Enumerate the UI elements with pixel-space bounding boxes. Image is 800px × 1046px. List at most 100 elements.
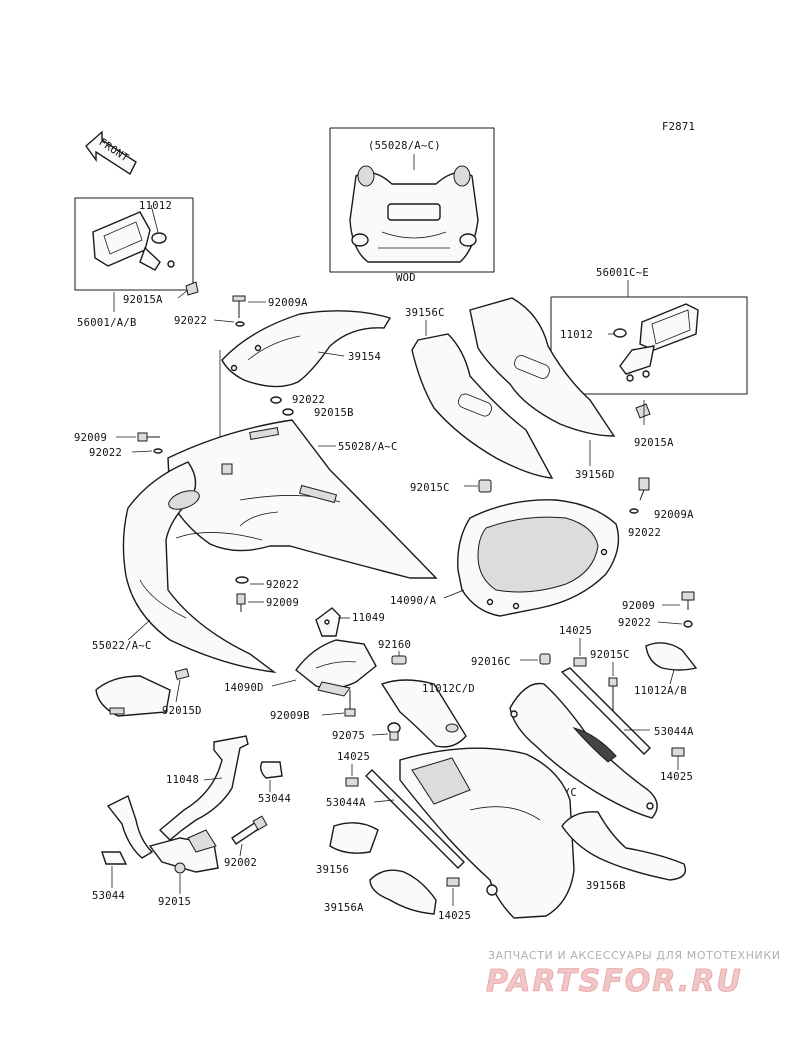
callout-92009b: 92009B xyxy=(270,710,310,722)
upper-cowl-55028 xyxy=(122,419,438,674)
washer-92022-d xyxy=(629,508,639,514)
stay-bracket-11048 xyxy=(106,735,249,873)
callout-92022-c: 92022 xyxy=(89,447,122,459)
screw-92009-c xyxy=(681,591,695,610)
callout-92015a: 92015A xyxy=(123,294,163,306)
callout-14025-c: 14025 xyxy=(337,751,370,763)
clip-14025-e xyxy=(446,877,460,887)
callout-55022ac: 55022/A~C xyxy=(92,640,152,652)
washer-92022-f xyxy=(683,620,693,628)
mirror-left-assembly xyxy=(92,211,199,296)
washer-92022-e xyxy=(235,576,249,584)
callout-14025-a: 14025 xyxy=(559,625,592,637)
trim-strip-53044a-left xyxy=(365,769,465,869)
clamp-53044-a xyxy=(259,761,283,779)
callout-92022-a: 92022 xyxy=(174,315,207,327)
meter-panel-14090a xyxy=(457,499,620,617)
screw-92009 xyxy=(137,432,160,442)
callout-11048: 11048 xyxy=(166,774,199,786)
callout-92009-c: 92009 xyxy=(622,600,655,612)
lower-cowl xyxy=(399,747,575,919)
pad-39156b xyxy=(561,811,687,881)
grommet-92015c xyxy=(478,479,492,493)
callout-92009-a: 92009 xyxy=(74,432,107,444)
callout-56001ce: 56001C~E xyxy=(596,267,649,279)
callout-14025-b: 14025 xyxy=(660,771,693,783)
callout-92015c-b: 92015C xyxy=(590,649,630,661)
cowl-variant-box xyxy=(329,127,495,273)
clamp-53044-b xyxy=(101,851,128,865)
screw-92009a xyxy=(232,295,246,318)
clip-14025-a xyxy=(573,657,587,667)
callout-92022-b: 92022 xyxy=(292,394,325,406)
callout-39154: 39154 xyxy=(348,351,381,363)
variant-note: WOD xyxy=(396,272,416,284)
windscreen-39154 xyxy=(221,310,392,388)
watermark-tagline: ЗАПЧАСТИ И АКСЕССУАРЫ ДЛЯ МОТОТЕХНИКИ xyxy=(488,949,781,962)
nut-92015a-left xyxy=(185,281,199,296)
cover-92015d xyxy=(95,667,190,717)
callout-92015a-right: 92015A xyxy=(634,437,674,449)
screw-92009b xyxy=(344,690,356,717)
callout-92022-f: 92022 xyxy=(618,617,651,629)
callout-92015d: 92015D xyxy=(162,705,202,717)
callout-14025-e: 14025 xyxy=(438,910,471,922)
callout-56001ab: 56001/A/B xyxy=(77,317,137,329)
callout-92002: 92002 xyxy=(224,857,257,869)
callout-39156d: 39156D xyxy=(575,469,615,481)
callout-92016c: 92016C xyxy=(471,656,511,668)
watermark-brand: PARTSFOR.RU xyxy=(486,964,743,999)
screw-92009a-b xyxy=(638,477,650,501)
callout-39156b: 39156B xyxy=(586,880,626,892)
callout-53044a-b: 53044A xyxy=(326,797,366,809)
callout-39156: 39156 xyxy=(316,864,349,876)
callout-92015c: 92015C xyxy=(410,482,450,494)
callout-55028-box: (55028/A~C) xyxy=(368,140,441,152)
front-arrow-icon: FRONT xyxy=(85,130,137,176)
grommet-92015c-b xyxy=(608,677,618,712)
callout-92009a-b: 92009A xyxy=(654,509,694,521)
callout-11012cd: 11012C/D xyxy=(422,683,475,695)
callout-92015: 92015 xyxy=(158,896,191,908)
figure-code: F2871 xyxy=(662,121,695,133)
callout-14090d: 14090D xyxy=(224,682,264,694)
pad-39156a xyxy=(369,869,437,915)
cover-11012ab xyxy=(645,642,698,671)
callout-55028ac: 55028/A~C xyxy=(338,441,398,453)
washer-92022-c xyxy=(153,448,163,454)
callout-39156c: 39156C xyxy=(405,307,445,319)
clamp-92160 xyxy=(391,655,407,665)
callout-92009a: 92009A xyxy=(268,297,308,309)
callout-92015b: 92015B xyxy=(314,407,354,419)
clip-14025-c xyxy=(345,777,359,787)
grommet-92015b xyxy=(282,408,294,416)
washer-92022 xyxy=(235,321,245,327)
mirror-left-box xyxy=(74,197,194,291)
washer-92022-b xyxy=(270,396,282,404)
callout-92022-d: 92022 xyxy=(628,527,661,539)
callout-53044-b: 53044 xyxy=(92,890,125,902)
clip-14025-b xyxy=(671,747,685,757)
callout-53044a-a: 53044A xyxy=(654,726,694,738)
callout-11012: 11012 xyxy=(139,200,172,212)
mirror-right-assembly xyxy=(613,303,699,419)
callout-11012ab: 11012A/B xyxy=(634,685,687,697)
pad-39156 xyxy=(329,822,379,854)
trim-strip-53044a-right xyxy=(560,667,651,755)
bolt-92002 xyxy=(231,815,268,845)
bracket-11049 xyxy=(315,607,341,637)
grommet-92016c xyxy=(539,653,551,665)
cowl-front-view xyxy=(349,165,479,263)
screw-92009-b xyxy=(236,593,246,612)
inner-panel-39156c xyxy=(411,333,554,479)
cover-11012cd xyxy=(380,679,467,748)
callout-11049: 11049 xyxy=(352,612,385,624)
callout-53044-a: 53044 xyxy=(258,793,291,805)
callout-39156a: 39156A xyxy=(324,902,364,914)
callout-92009-b: 92009 xyxy=(266,597,299,609)
inner-panel-39156d xyxy=(469,297,616,437)
callout-14090a: 14090/A xyxy=(390,595,437,607)
callout-92160: 92160 xyxy=(378,639,411,651)
